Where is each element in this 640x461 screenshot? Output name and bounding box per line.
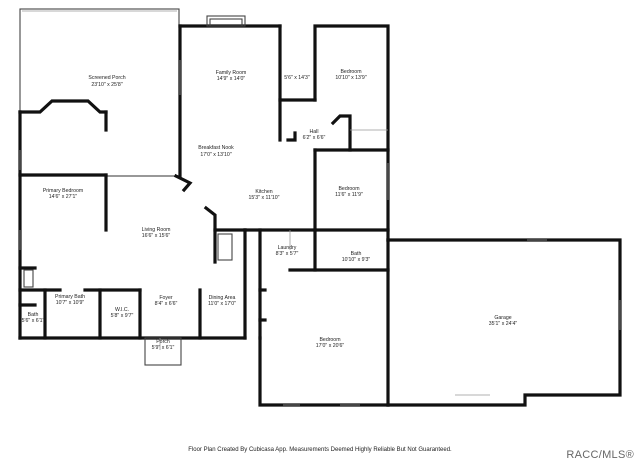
room-dims: 5'8" x 9'7" <box>111 313 134 319</box>
room-dims: 8'3" x 5'7" <box>276 251 299 257</box>
room-name: Bedroom <box>340 69 361 75</box>
room-name: Hall <box>310 129 319 135</box>
exterior-walls <box>18 24 622 407</box>
room-name: Bath <box>351 251 362 257</box>
room-dims: 17'0" x 13'10" <box>200 152 231 158</box>
room-labels: Screened Porch 23'10" x 25'8" Family Roo… <box>22 69 518 351</box>
room-name: Garage <box>494 315 511 321</box>
room-dims: 11'6" x 11'9" <box>335 192 363 198</box>
room-dims: 5'6" x 6'1" <box>22 318 45 324</box>
room-dims: 11'0" x 17'0" <box>208 301 236 307</box>
room-name: Primary Bedroom <box>43 188 83 194</box>
room-name: Kitchen <box>255 189 272 195</box>
room-dims: 8'4" x 6'6" <box>155 301 178 307</box>
mls-watermark: RACC/MLS® <box>566 449 634 461</box>
room-dims: 35'1" x 24'4" <box>489 321 518 327</box>
room-name: Primary Bath <box>55 294 85 300</box>
room-dims: 16'6" x 15'6" <box>142 233 171 239</box>
room-dims: 14'6" x 27'1" <box>49 194 78 200</box>
room-name: Bath <box>28 312 39 318</box>
room-name: W.I.C. <box>115 307 129 313</box>
room-name: Porch <box>156 339 170 345</box>
room-name: Laundry <box>278 245 297 251</box>
interior-walls <box>18 98 390 340</box>
room-dims: 10'7" x 10'9" <box>56 300 85 306</box>
room-dims: 14'9" x 14'0" <box>217 76 246 82</box>
room-name: Screened Porch <box>88 75 125 81</box>
room-name: Living Room <box>142 227 171 233</box>
room-dims: 6'2" x 6'6" <box>303 135 326 141</box>
fixtures <box>19 15 621 406</box>
disclaimer-text: Floor Plan Created By Cubicasa App. Meas… <box>188 447 452 453</box>
room-dims: 10'10" x 13'9" <box>335 75 366 81</box>
room-name: Bedroom <box>319 337 340 343</box>
room-name: Foyer <box>159 295 173 301</box>
room-name: Bedroom <box>338 186 359 192</box>
room-name: Family Room <box>216 70 247 76</box>
room-dims: 5'6" x 14'3" <box>284 75 310 81</box>
room-dims: 23'10" x 25'8" <box>91 82 122 88</box>
room-dims: 15'3" x 11'10" <box>249 195 280 201</box>
room-dims: 17'0" x 20'6" <box>316 343 345 349</box>
room-dims: 10'10" x 9'3" <box>342 257 371 263</box>
room-dims: 5'9" x 6'1" <box>152 345 175 351</box>
room-name: Breakfast Nook <box>198 145 234 151</box>
room-name: Dining Area <box>209 295 236 301</box>
screened-porch-outline <box>18 8 180 177</box>
